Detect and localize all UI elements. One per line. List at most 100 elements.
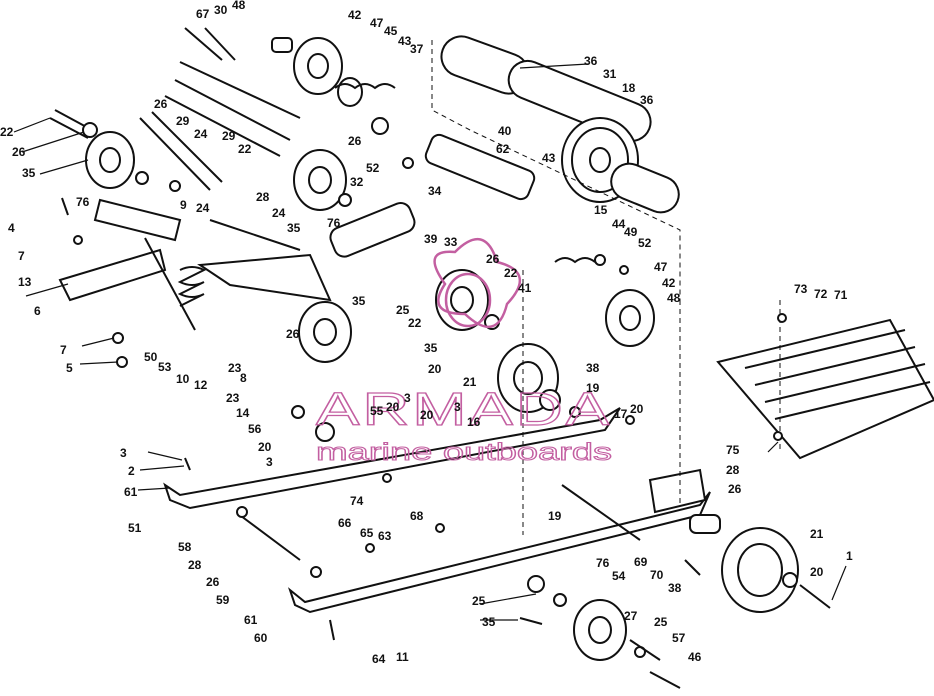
- callout-36: 36: [640, 93, 654, 107]
- callout-3: 3: [266, 455, 273, 469]
- callout-68: 68: [410, 509, 424, 523]
- callout-9: 9: [180, 198, 187, 212]
- callout-29: 29: [222, 129, 236, 143]
- callout-7: 7: [18, 249, 25, 263]
- leader-lines: [13, 63, 847, 621]
- callout-13: 13: [18, 275, 32, 289]
- callout-22: 22: [238, 142, 252, 156]
- callout-21: 21: [463, 375, 477, 389]
- callout-48: 48: [232, 0, 246, 12]
- upper-shafts: [49, 27, 301, 191]
- callout-25: 25: [472, 594, 486, 608]
- callout-53: 53: [158, 360, 172, 374]
- callout-36: 36: [584, 54, 598, 68]
- callout-38: 38: [586, 361, 600, 375]
- callout-76: 76: [596, 556, 610, 570]
- callout-3: 3: [454, 400, 461, 414]
- callout-20: 20: [258, 440, 272, 454]
- callout-28: 28: [726, 463, 740, 477]
- callout-20: 20: [386, 400, 400, 414]
- callout-43: 43: [398, 34, 412, 48]
- callout-8: 8: [240, 371, 247, 385]
- callout-26: 26: [206, 575, 220, 589]
- callout-55: 55: [370, 404, 384, 418]
- callout-26: 26: [286, 327, 300, 341]
- callout-69: 69: [634, 555, 648, 569]
- callout-59: 59: [216, 593, 230, 607]
- callout-2: 2: [128, 464, 135, 478]
- callout-42: 42: [348, 8, 362, 22]
- callout-30: 30: [214, 3, 228, 17]
- callout-26: 26: [154, 97, 168, 111]
- callout-50: 50: [144, 350, 158, 364]
- callout-34: 34: [428, 184, 442, 198]
- callout-45: 45: [384, 24, 398, 38]
- callout-43: 43: [542, 151, 556, 165]
- callout-4: 4: [8, 221, 15, 235]
- hardware: [61, 117, 831, 689]
- callout-52: 52: [638, 236, 652, 250]
- callout-38: 38: [668, 581, 682, 595]
- callout-20: 20: [428, 362, 442, 376]
- callout-28: 28: [256, 190, 270, 204]
- callout-21: 21: [810, 527, 824, 541]
- callout-23: 23: [226, 391, 240, 405]
- watermark-brand: ARMADA: [316, 383, 612, 435]
- springs-and-shocks: [177, 83, 596, 307]
- callout-51: 51: [128, 521, 142, 535]
- callout-71: 71: [834, 288, 848, 302]
- callout-6: 6: [34, 304, 41, 318]
- callout-25: 25: [396, 303, 410, 317]
- callout-20: 20: [420, 408, 434, 422]
- callout-14: 14: [236, 406, 250, 420]
- callout-26: 26: [12, 145, 26, 159]
- callout-12: 12: [194, 378, 208, 392]
- callout-18: 18: [622, 81, 636, 95]
- callout-28: 28: [188, 558, 202, 572]
- callout-46: 46: [688, 650, 702, 664]
- callout-11: 11: [396, 650, 409, 664]
- callout-35: 35: [352, 294, 366, 308]
- callout-10: 10: [176, 372, 190, 386]
- callout-60: 60: [254, 631, 268, 645]
- callout-25: 25: [654, 615, 668, 629]
- callout-20: 20: [630, 402, 644, 416]
- callout-26: 26: [348, 134, 362, 148]
- callout-42: 42: [662, 276, 676, 290]
- callout-3: 3: [120, 446, 127, 460]
- callout-72: 72: [814, 287, 828, 301]
- callout-24: 24: [194, 127, 208, 141]
- callout-16: 16: [467, 415, 481, 429]
- callout-27: 27: [624, 609, 638, 623]
- callout-1: 1: [846, 549, 853, 563]
- watermark-logo-icon: [433, 237, 522, 329]
- callout-66: 66: [338, 516, 352, 530]
- callout-26: 26: [486, 252, 500, 266]
- callout-17: 17: [614, 407, 628, 421]
- callout-48: 48: [667, 291, 681, 305]
- callout-35: 35: [424, 341, 438, 355]
- callout-52: 52: [366, 161, 380, 175]
- callout-23: 23: [228, 361, 242, 375]
- callout-75: 75: [726, 443, 740, 457]
- callout-56: 56: [248, 422, 262, 436]
- rear-axle-assembly: [431, 35, 681, 300]
- callout-19: 19: [548, 509, 562, 523]
- front-arm-linkage: [58, 198, 332, 331]
- callout-76: 76: [327, 216, 341, 230]
- callout-3: 3: [404, 391, 411, 405]
- callout-65: 65: [360, 526, 374, 540]
- callout-47: 47: [370, 16, 384, 30]
- callout-5: 5: [66, 361, 73, 375]
- callout-61: 61: [244, 613, 258, 627]
- callout-32: 32: [350, 175, 364, 189]
- callout-67: 67: [196, 7, 210, 21]
- watermark: ARMADA marine outboards: [315, 237, 613, 467]
- callout-19: 19: [586, 381, 600, 395]
- callout-35: 35: [287, 221, 301, 235]
- callout-35: 35: [482, 615, 496, 629]
- callout-22: 22: [504, 266, 518, 280]
- callout-61: 61: [124, 485, 138, 499]
